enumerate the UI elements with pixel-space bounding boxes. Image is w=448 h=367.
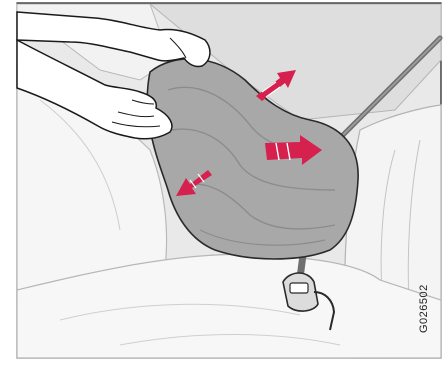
image-code-label: G026502 <box>418 284 430 333</box>
